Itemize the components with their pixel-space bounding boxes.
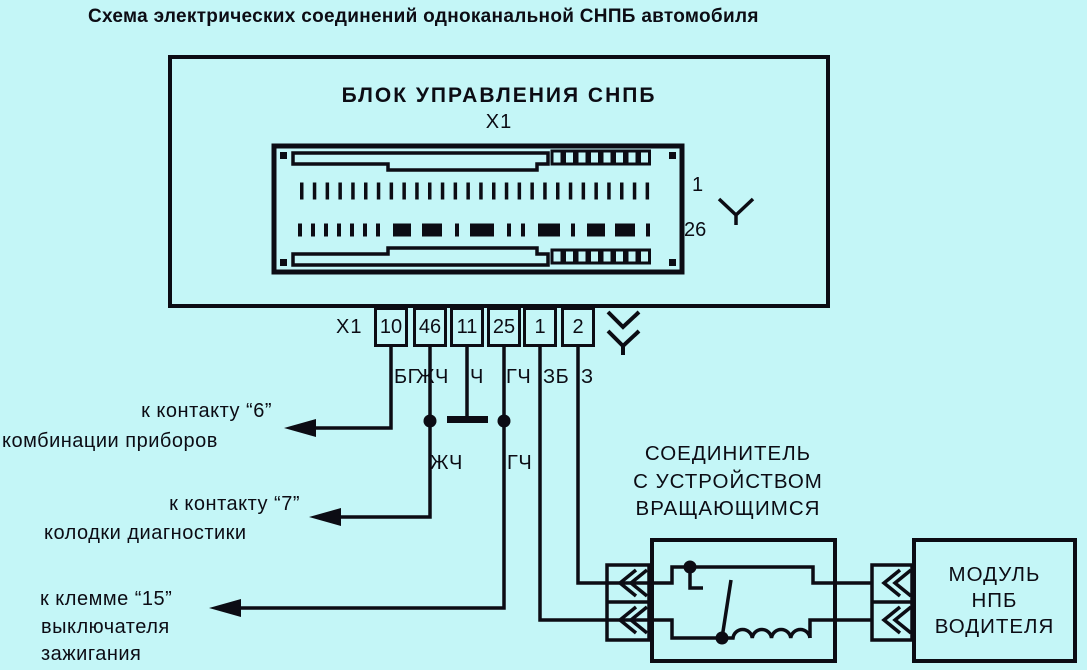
- ecu-title: БЛОК УПРАВЛЕНИЯ СНПБ: [341, 84, 657, 107]
- clockspring-box: [650, 538, 837, 663]
- fixed-contact-stub: [688, 567, 703, 590]
- module-connector-right: [870, 563, 914, 642]
- module-label-line1: МОДУЛЬ: [948, 562, 1041, 586]
- arrowhead-contact7: [309, 508, 341, 526]
- splice-dot-zhch: [423, 414, 437, 428]
- switch-blade: [720, 579, 733, 639]
- pinbox-11: 11: [450, 307, 484, 347]
- arrowhead-contact6: [284, 419, 316, 437]
- pinrow-x1-label: X1: [336, 316, 363, 338]
- wire-color-zhch-mid: ЖЧ: [430, 452, 463, 474]
- x1-connector-chevron-icon: [606, 310, 641, 355]
- diagram-title: Схема электрических соединений одноканал…: [88, 6, 759, 27]
- junction-dot-pivot: [715, 631, 729, 645]
- wire-color-ch: Ч: [470, 366, 484, 388]
- connector-pin1-label: 1: [692, 174, 704, 196]
- wire-pin25-gch: [241, 347, 506, 610]
- dest-contact6-line2: комбинации приборов: [2, 430, 218, 452]
- wire-color-gch-mid: ГЧ: [507, 452, 533, 474]
- dest-contact7-line2: колодки диагностики: [44, 522, 247, 544]
- connector-key-squares-bottom: [550, 248, 651, 265]
- ground-bar: [447, 416, 488, 423]
- wire-color-bg: БГ: [394, 366, 419, 388]
- upper-bus: [608, 565, 872, 585]
- wire-pin10-bg: [316, 347, 393, 430]
- dest-klemma15-line1: к клемме “15”: [40, 588, 173, 610]
- pinbox-10: 10: [374, 307, 408, 347]
- splice-dot-gch: [497, 414, 511, 428]
- clockspring-caption: СОЕДИНИТЕЛЬ С УСТРОЙСТВОМ ВРАЩАЮЩИМСЯ: [622, 440, 834, 523]
- driver-airbag-module-box: МОДУЛЬ НПБ ВОДИТЕЛЯ: [912, 538, 1077, 663]
- connector-key-squares-top: [550, 149, 651, 166]
- wire-pin2-z: [576, 347, 608, 585]
- clockspring-caption-line1: СОЕДИНИТЕЛЬ: [644, 442, 812, 465]
- connector-pin26-label: 26: [684, 219, 707, 241]
- pinbox-46: 46: [413, 307, 447, 347]
- clockspring-caption-line3: ВРАЩАЮЩИМСЯ: [635, 497, 821, 520]
- pinbox-2: 2: [561, 307, 595, 347]
- clockspring-internals: [608, 560, 872, 645]
- ecu-connector-drawing: [271, 143, 755, 275]
- dest-contact6-line1: к контакту “6”: [141, 400, 272, 422]
- lower-bus-right: [808, 618, 872, 638]
- wire-pin46-zhch: [341, 347, 432, 519]
- wire-color-zhch: ЖЧ: [416, 366, 449, 388]
- ecu-box: [168, 55, 830, 308]
- pinbox-25: 25: [487, 307, 521, 347]
- wire-color-zb: ЗБ: [543, 366, 570, 388]
- pin-order-arrow-icon: [717, 197, 755, 225]
- lower-bus-left: [608, 618, 718, 640]
- ecu-connector-label: X1: [485, 111, 513, 133]
- arrowhead-klemma15: [209, 599, 241, 617]
- dest-contact7-line1: к контакту “7”: [169, 493, 300, 515]
- wire-pin1-zb: [538, 347, 608, 622]
- clockspring-connector-left: [605, 563, 651, 642]
- wire-color-z: З: [581, 366, 594, 388]
- wire-color-gch: ГЧ: [506, 366, 532, 388]
- pinbox-1: 1: [523, 307, 557, 347]
- module-label-line3: ВОДИТЕЛЯ: [934, 614, 1055, 638]
- dest-klemma15-line2: выключателя: [41, 616, 170, 638]
- clockspring-caption-line2: С УСТРОЙСТВОМ: [633, 469, 823, 493]
- wires: [209, 347, 608, 622]
- coil-icon: [728, 627, 812, 640]
- module-label-line2: НПБ: [971, 588, 1018, 612]
- dest-klemma15-line3: зажигания: [41, 643, 142, 665]
